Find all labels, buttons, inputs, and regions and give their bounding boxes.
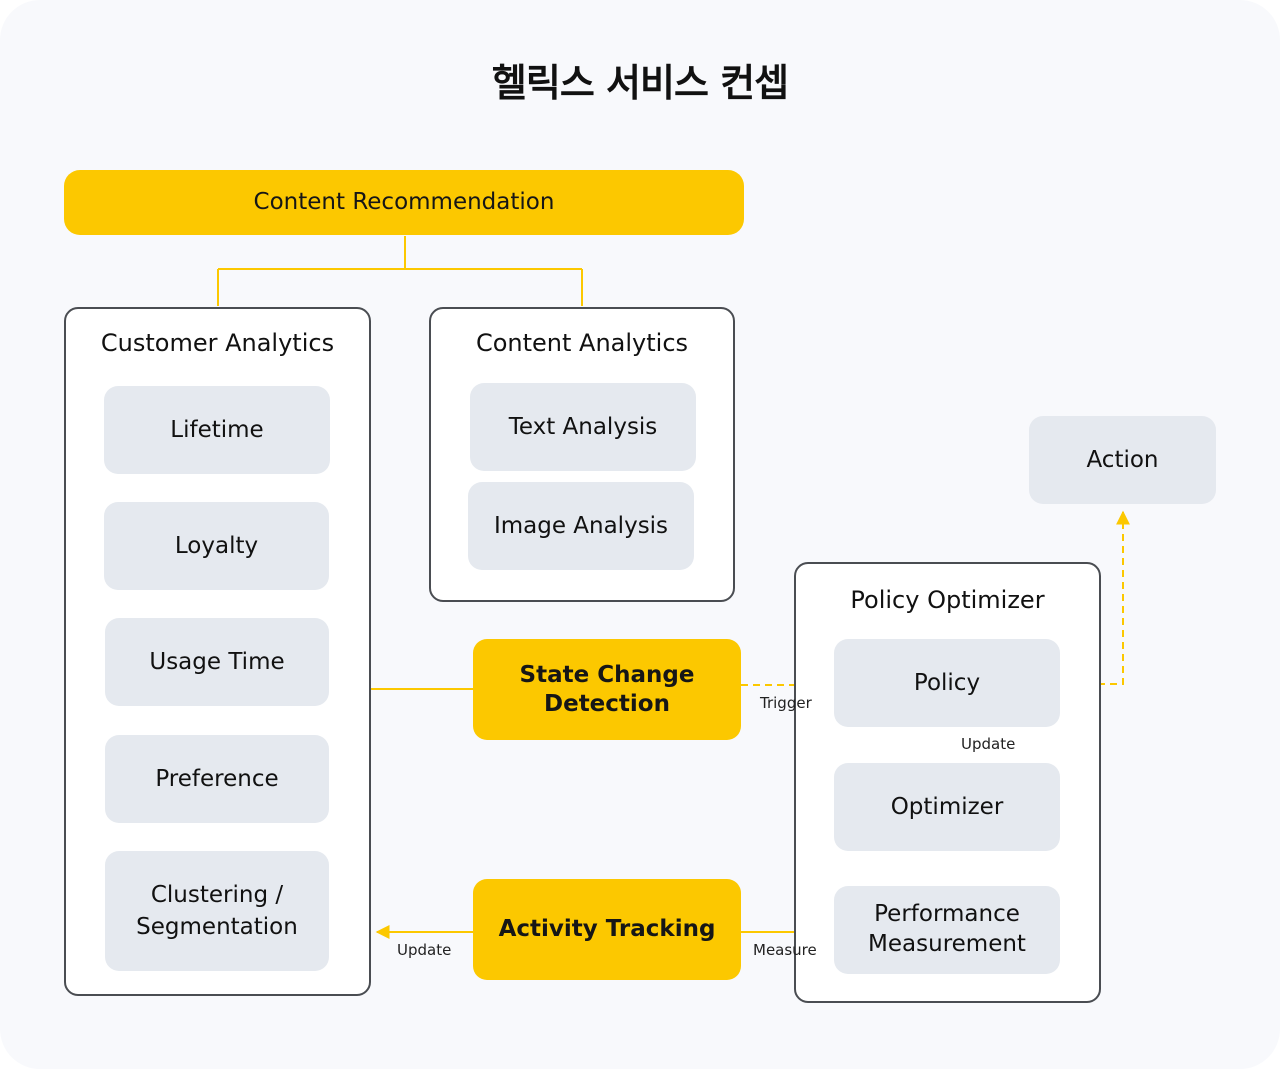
diagram-title: 헬릭스 서비스 컨셉	[491, 61, 789, 105]
connector-recommendation-tree	[217, 236, 583, 306]
preference-node[interactable]: Preference	[105, 735, 329, 823]
loyalty-node[interactable]: Loyalty	[104, 502, 329, 590]
usage-time-node[interactable]: Usage Time	[105, 618, 329, 706]
performance-measurement-label: Performance Measurement	[868, 901, 1026, 957]
policy-label: Policy	[913, 669, 981, 696]
preference-label: Preference	[155, 765, 279, 792]
trigger-edge-label: Trigger	[760, 694, 812, 712]
lifetime-label: Lifetime	[170, 416, 264, 443]
measure-edge-label: Measure	[753, 941, 817, 959]
action-label: Action	[1086, 446, 1159, 473]
text-analysis-label: Text Analysis	[508, 413, 658, 440]
loyalty-label: Loyalty	[174, 532, 259, 559]
connector-policy-to-action	[1062, 510, 1130, 685]
state-change-detection-node[interactable]: State Change Detection	[473, 639, 741, 740]
performance-measurement-node[interactable]: Performance Measurement	[834, 886, 1060, 974]
policy-optimizer-title: Policy Optimizer	[850, 586, 1045, 614]
image-analysis-label: Image Analysis	[493, 512, 669, 539]
action-node[interactable]: Action	[1029, 416, 1216, 504]
content-analytics-title: Content Analytics	[475, 329, 689, 357]
text-analysis-node[interactable]: Text Analysis	[470, 383, 696, 471]
content-recommendation-label: Content Recommendation	[253, 189, 555, 216]
state-change-detection-label: State Change Detection	[519, 661, 695, 717]
content-recommendation-node[interactable]: Content Recommendation	[64, 170, 744, 235]
image-analysis-node[interactable]: Image Analysis	[468, 482, 694, 570]
activity-tracking-label: Activity Tracking	[498, 916, 716, 943]
clustering-segmentation-node[interactable]: Clustering / Segmentation	[105, 851, 329, 971]
lifetime-node[interactable]: Lifetime	[104, 386, 330, 474]
customer-analytics-title: Customer Analytics	[100, 329, 335, 357]
policy-node[interactable]: Policy	[834, 639, 1060, 727]
usage-time-label: Usage Time	[149, 648, 285, 675]
optimizer-label: Optimizer	[890, 793, 1004, 820]
optimizer-node[interactable]: Optimizer	[834, 763, 1060, 851]
activity-tracking-node[interactable]: Activity Tracking	[473, 879, 741, 980]
update-customer-edge-label: Update	[397, 941, 452, 959]
clustering-segmentation-label: Clustering / Segmentation	[136, 881, 298, 940]
update-policy-edge-label: Update	[961, 735, 1016, 753]
